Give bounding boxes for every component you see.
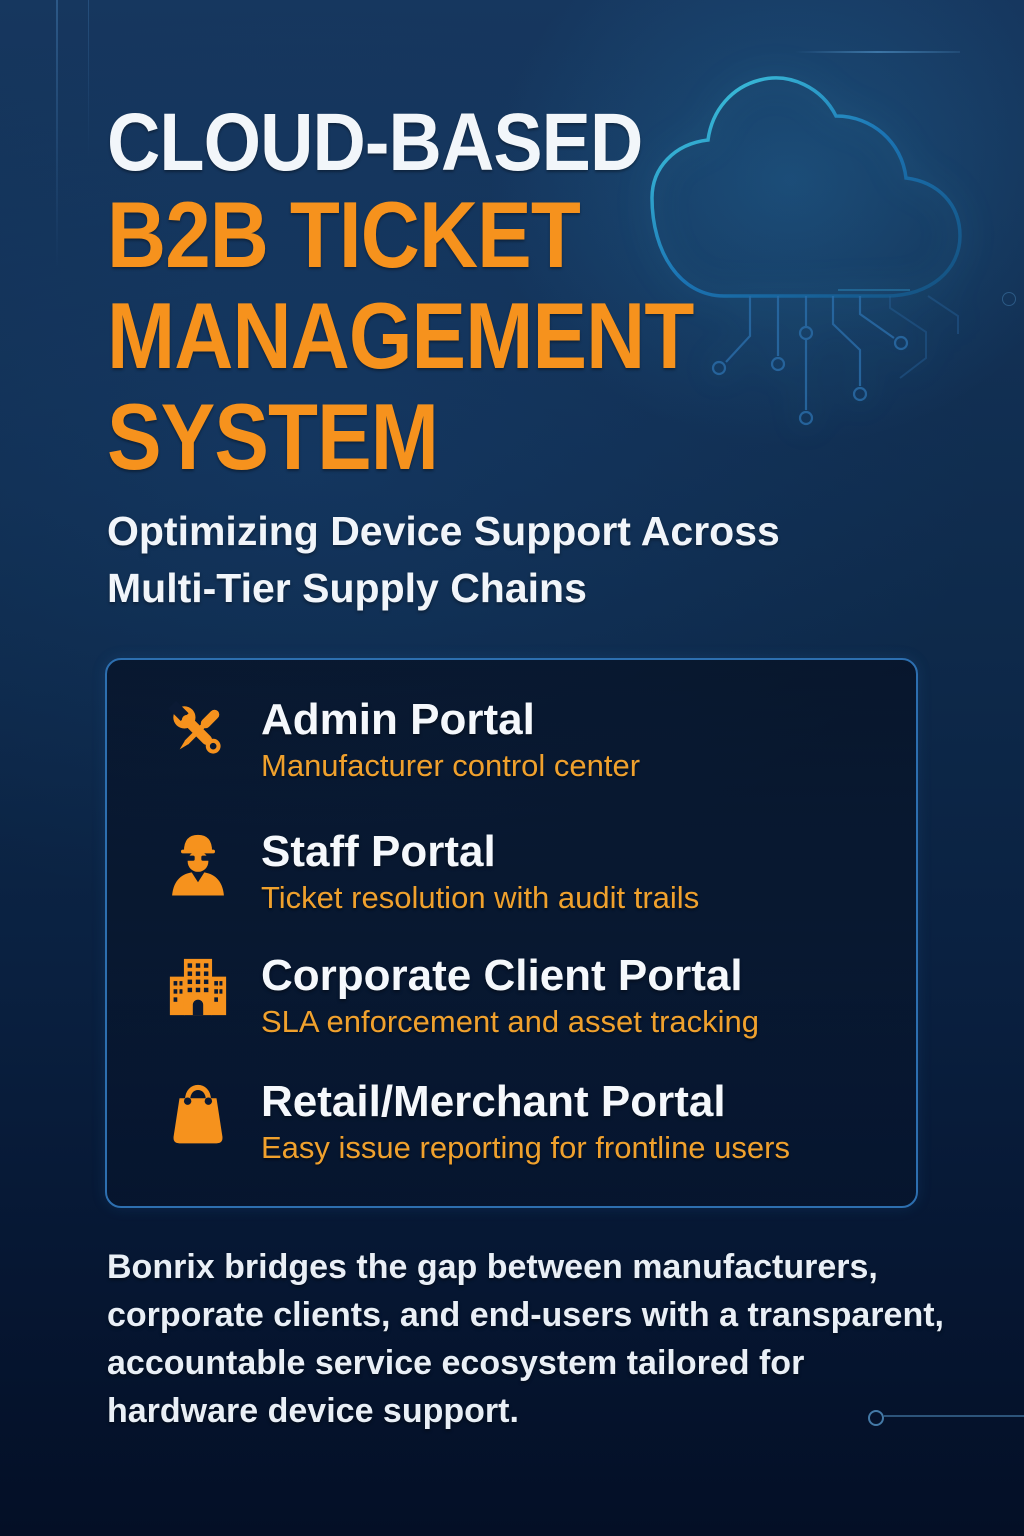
circuit-line-decoration <box>795 51 960 53</box>
poster-title-accent: B2B TICKET MANAGEMENT SYSTEM <box>107 182 694 489</box>
portal-description: Easy issue reporting for frontline users <box>261 1130 790 1165</box>
circuit-node-decoration <box>1002 292 1016 306</box>
cloud-circuit-icon <box>628 58 996 446</box>
portal-item-staff: Staff Portal Ticket resolution with audi… <box>161 826 699 918</box>
tools-icon <box>161 694 235 768</box>
portal-title: Corporate Client Portal <box>261 951 743 1000</box>
portal-description: Ticket resolution with audit trails <box>261 880 700 915</box>
shopping-bag-icon <box>161 1076 235 1150</box>
poster-title-line3: MANAGEMENT <box>107 283 694 388</box>
poster-subtitle: Optimizing Device Support Across Multi-T… <box>107 503 780 617</box>
circuit-line-decoration <box>88 0 89 160</box>
portal-title: Admin Portal <box>261 695 535 744</box>
footer-line2: corporate clients, and end-users with a … <box>107 1296 944 1334</box>
circuit-line-decoration <box>56 0 58 270</box>
portal-item-retail: Retail/Merchant Portal Easy issue report… <box>161 1076 790 1168</box>
footer-line3: accountable service ecosystem tailored f… <box>107 1344 805 1382</box>
portal-description: SLA enforcement and asset tracking <box>261 1004 760 1039</box>
portal-item-corporate: Corporate Client Portal SLA enforcement … <box>161 950 759 1042</box>
portals-panel: Admin Portal Manufacturer control center <box>105 658 918 1208</box>
portal-item-admin: Admin Portal Manufacturer control center <box>161 694 640 786</box>
portal-title: Staff Portal <box>261 827 496 876</box>
technician-icon <box>161 826 235 900</box>
subtitle-line1: Optimizing Device Support Across <box>107 508 780 554</box>
poster-title-line2: B2B TICKET <box>107 182 581 287</box>
portal-description: Manufacturer control center <box>261 748 641 783</box>
poster-title-line4: SYSTEM <box>107 384 439 489</box>
footer-line4: hardware device support. <box>107 1392 519 1430</box>
portal-title: Retail/Merchant Portal <box>261 1077 726 1126</box>
subtitle-line2: Multi-Tier Supply Chains <box>107 565 587 611</box>
poster-title-line1: CLOUD-BASED <box>107 97 643 188</box>
office-building-icon <box>161 950 235 1024</box>
footer-paragraph: Bonrix bridges the gap between manufactu… <box>107 1243 944 1435</box>
footer-line1: Bonrix bridges the gap between manufactu… <box>107 1248 878 1286</box>
